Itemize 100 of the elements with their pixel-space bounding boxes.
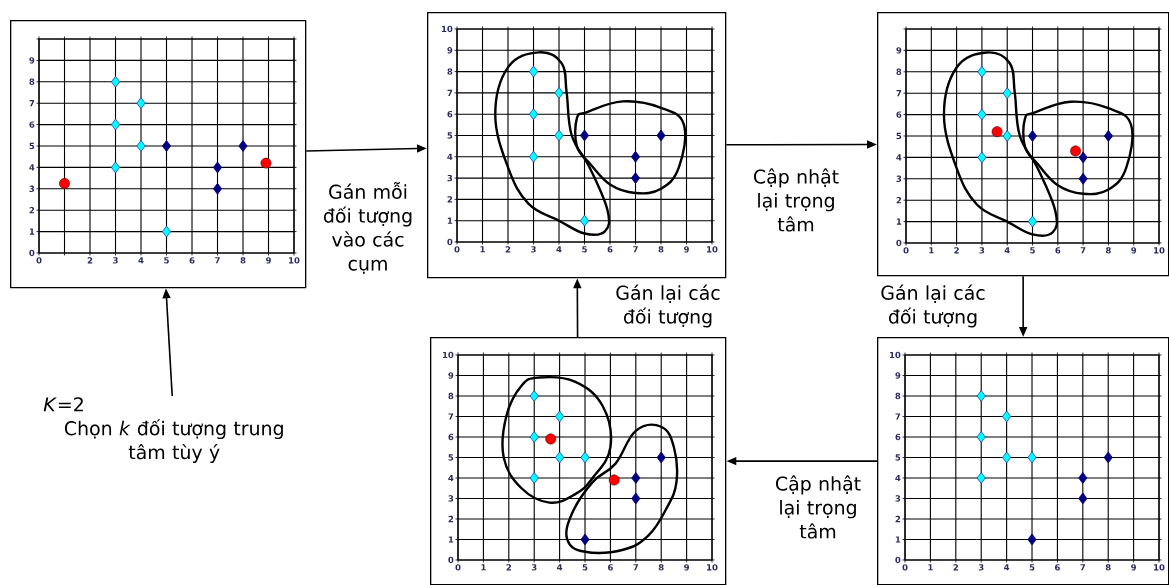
point	[161, 140, 172, 152]
tick-label: 1	[896, 218, 902, 225]
tick-label: 9	[29, 57, 35, 64]
tick-label: 4	[138, 257, 144, 264]
tick-label: 5	[448, 454, 454, 461]
tick-label: 7	[1080, 564, 1086, 571]
point	[212, 161, 223, 174]
point	[976, 390, 986, 402]
tick-label: 4	[895, 474, 901, 482]
tick-label: 0	[902, 564, 908, 571]
tick-label: 6	[189, 257, 195, 264]
scatter-plot-panel	[10, 20, 307, 289]
tick-label: 3	[447, 174, 453, 182]
tick-label: 8	[240, 257, 246, 264]
tick-label: 0	[896, 239, 902, 247]
point	[260, 157, 272, 169]
point	[656, 451, 666, 464]
tick-label: 10	[289, 257, 300, 264]
tick-label: 8	[896, 68, 902, 75]
point	[110, 75, 121, 88]
tick-label: 3	[896, 175, 902, 182]
point	[1070, 145, 1081, 157]
tick-label: 8	[447, 68, 453, 75]
tick-label: 3	[531, 564, 537, 571]
tick-label: 9	[684, 564, 689, 571]
point	[1078, 151, 1088, 164]
point	[110, 161, 121, 174]
point	[1103, 451, 1113, 464]
edge-label: Gán mỗi đối tượng vào các cụm	[311, 181, 425, 275]
tick-label: 1	[928, 564, 933, 571]
tick-label: 8	[1105, 564, 1111, 571]
tick-label: 9	[684, 246, 689, 253]
tick-label: 4	[556, 246, 562, 253]
tick-label: 10	[1154, 564, 1165, 571]
tick-label: 2	[954, 247, 959, 254]
tick-label: 9	[1131, 564, 1136, 571]
tick-label: 7	[447, 89, 453, 96]
tick-label: 5	[582, 564, 588, 571]
tick-label: 2	[87, 257, 93, 264]
tick-label: 8	[29, 78, 35, 85]
tick-label: 2	[953, 564, 958, 571]
tick-label: 8	[658, 564, 664, 571]
tick-label: 9	[266, 257, 271, 264]
tick-label: 2	[506, 564, 511, 571]
tick-label: 5	[164, 257, 169, 264]
point	[1103, 130, 1113, 142]
point	[631, 472, 641, 484]
tick-label: 8	[1106, 247, 1111, 254]
tick-label: 1	[895, 536, 901, 543]
point	[630, 150, 641, 163]
tick-label: 5	[1029, 564, 1035, 571]
point	[580, 533, 590, 546]
point	[555, 410, 565, 423]
tick-label: 6	[448, 433, 454, 441]
tick-label: 10	[890, 351, 901, 359]
tick-label: 10	[443, 351, 454, 359]
point	[1002, 451, 1012, 464]
tick-label: 10	[707, 564, 718, 571]
tick-label: 0	[36, 257, 42, 264]
point	[656, 129, 666, 142]
tick-label: 5	[582, 246, 587, 253]
point	[1027, 533, 1037, 546]
point	[528, 65, 539, 78]
point	[631, 492, 641, 505]
point	[976, 431, 986, 443]
point	[1027, 215, 1038, 228]
tick-label: 0	[447, 238, 453, 246]
tick-label: 0	[454, 246, 460, 253]
tick-label: 0	[895, 556, 901, 564]
scatter-plot-panel	[877, 12, 1169, 277]
point	[529, 431, 539, 443]
edge-label: Cập nhật lại trọng tâm	[739, 167, 853, 233]
tick-label: 0	[455, 564, 461, 571]
tick-label: 0	[29, 249, 35, 257]
tick-label: 1	[481, 564, 486, 571]
tick-label: 5	[447, 132, 453, 139]
point	[554, 129, 564, 142]
tick-label: 4	[557, 564, 563, 571]
tick-label: 10	[707, 246, 718, 253]
tick-label: 1	[480, 246, 485, 253]
tick-label: 6	[1055, 564, 1060, 571]
tick-label: 7	[215, 257, 220, 264]
point	[161, 225, 172, 238]
point	[579, 129, 590, 142]
point	[579, 214, 590, 227]
tick-label: 2	[896, 197, 902, 204]
annotation-text: Chọn k đối tượng trung tâm tùy ý	[64, 419, 283, 463]
tick-label: 1	[448, 536, 454, 543]
tick-label: 5	[29, 142, 35, 150]
tick-label: 7	[633, 564, 639, 571]
point	[554, 86, 564, 99]
point	[136, 97, 146, 110]
tick-label: 3	[113, 257, 118, 264]
tick-label: 7	[896, 90, 902, 97]
point	[630, 172, 641, 184]
point	[545, 433, 557, 445]
point	[1027, 130, 1038, 142]
tick-label: 6	[608, 564, 613, 571]
tick-label: 6	[1055, 247, 1061, 254]
tick-label: 5	[895, 454, 901, 461]
